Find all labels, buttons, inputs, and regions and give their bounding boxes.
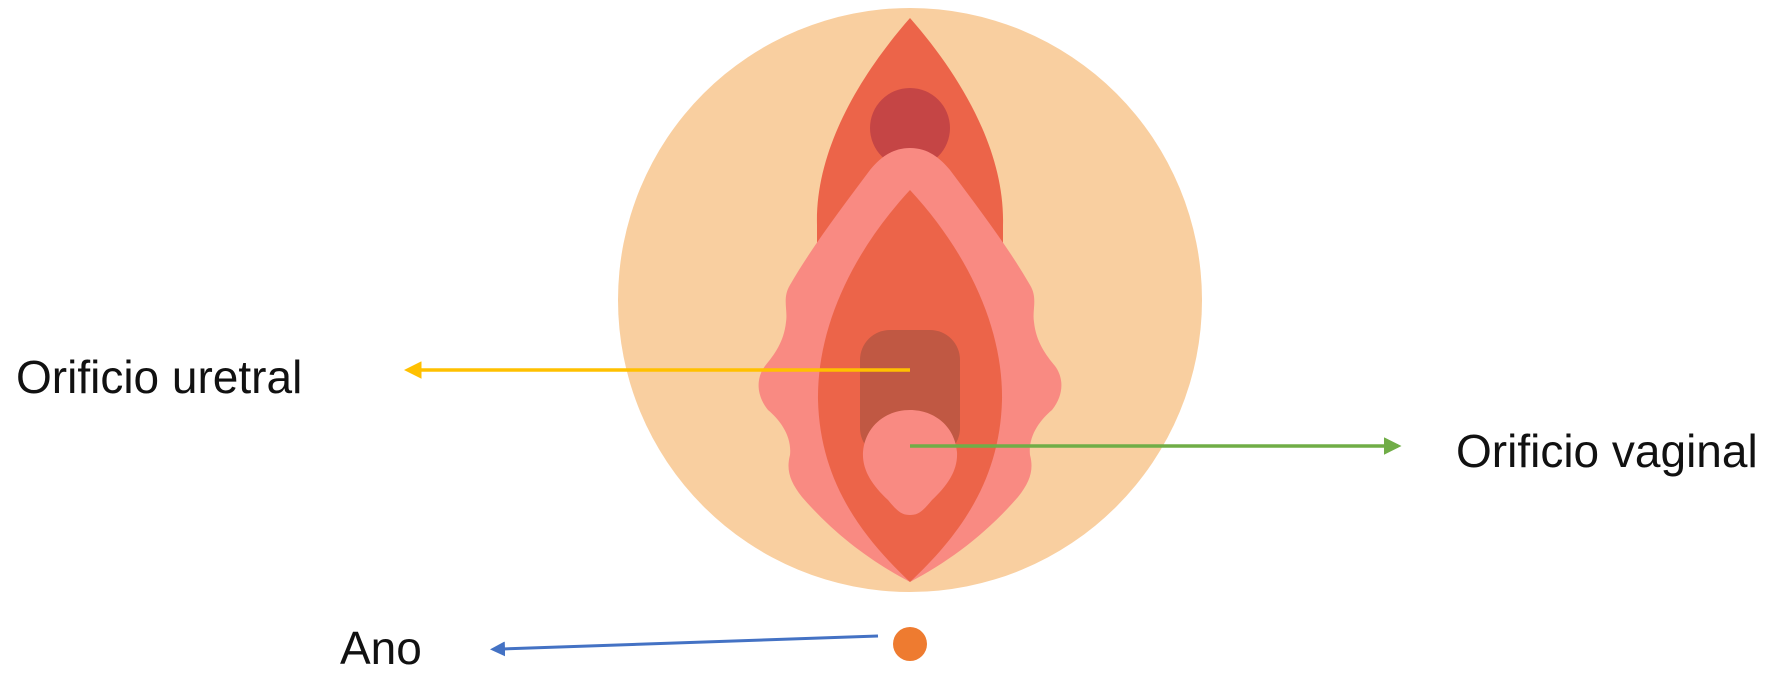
anus-arrow [490,634,879,657]
anus-dot [893,627,927,661]
anus-label: Ano [340,622,422,674]
vaginal-opening-label: Orificio vaginal [1456,425,1758,477]
vaginal-opening-shape [862,410,958,515]
clitoris-shape [870,88,950,168]
urethral-opening-label: Orificio uretral [16,351,303,403]
